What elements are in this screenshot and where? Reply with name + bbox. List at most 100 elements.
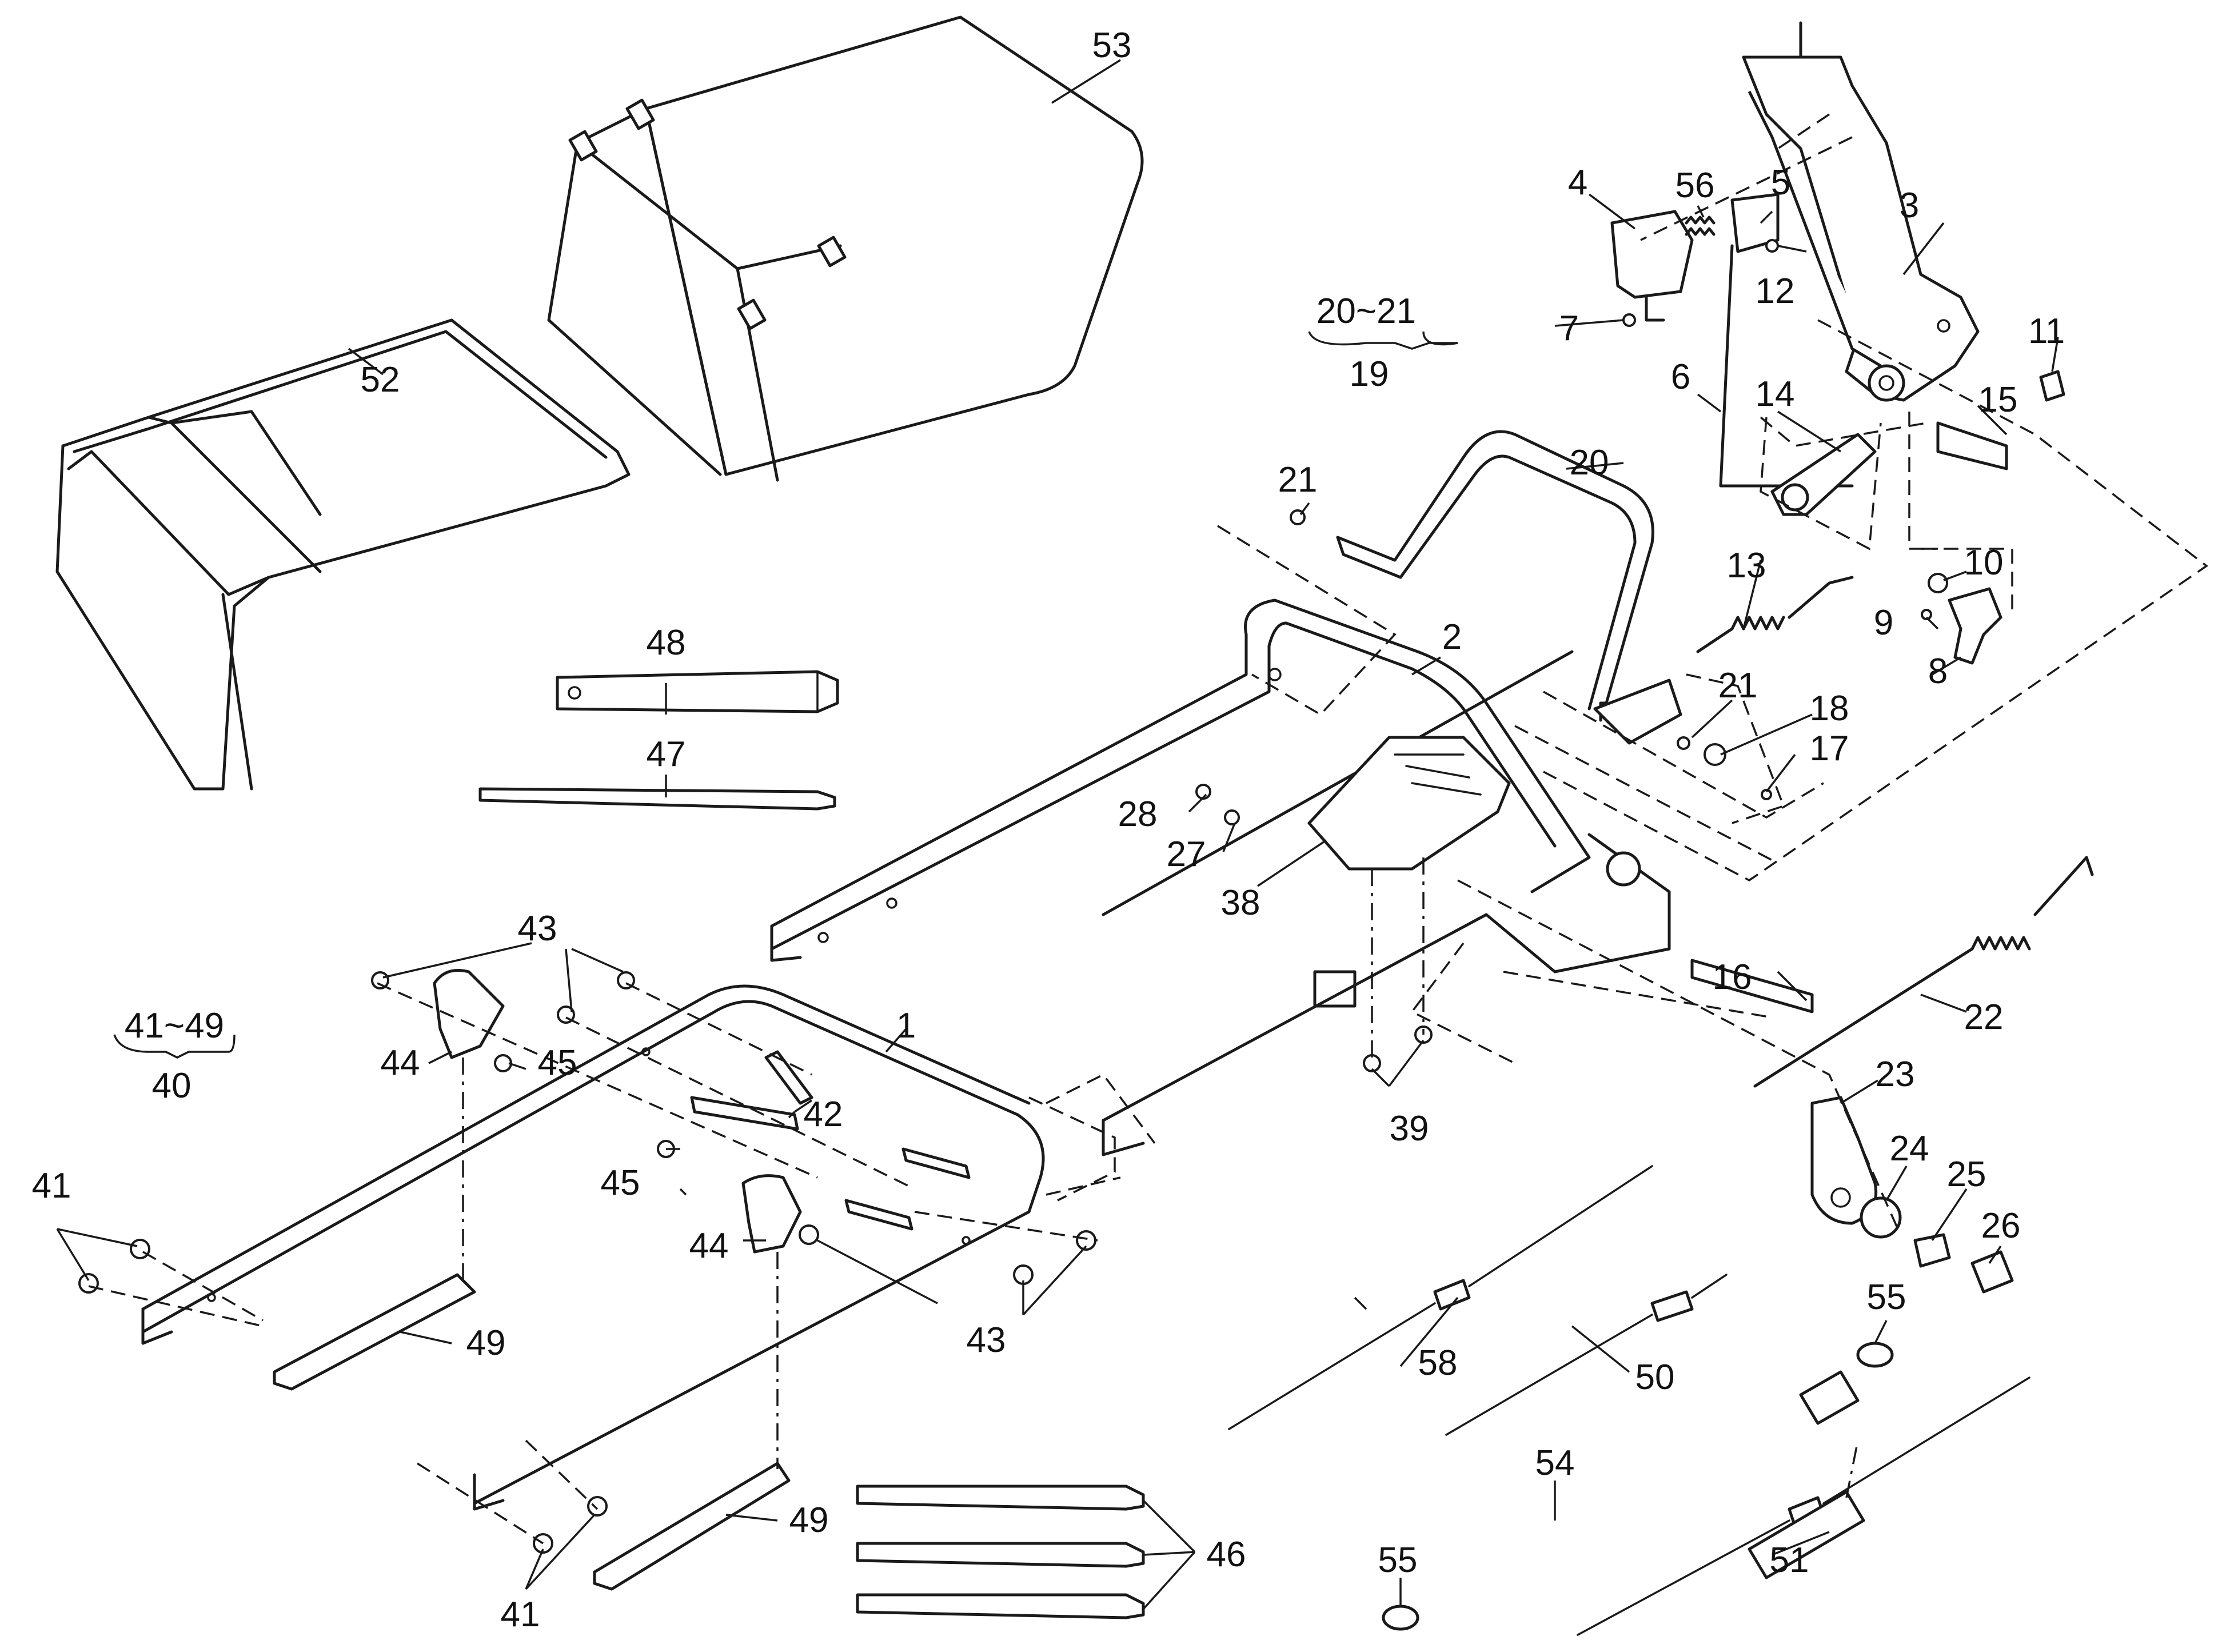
cable-51 xyxy=(1577,1376,2030,1636)
control-housing-3 xyxy=(1742,21,1980,402)
spring-13 xyxy=(1696,576,1854,653)
callout-50: 50 xyxy=(1635,1358,1675,1397)
callout-23: 23 xyxy=(1876,1055,1915,1094)
washer-18 xyxy=(1704,743,1726,766)
callout-44-lower: 44 xyxy=(689,1226,729,1266)
clamp-44a xyxy=(433,969,505,1059)
callout-49-lower: 49 xyxy=(789,1501,829,1540)
bolt-39a xyxy=(1363,1054,1381,1072)
nut-43f xyxy=(1076,1230,1096,1251)
callout-55-right: 55 xyxy=(1867,1278,1906,1317)
tube-54 xyxy=(1748,1370,1865,1579)
callout-44-upper: 44 xyxy=(381,1043,420,1083)
callout-20: 20 xyxy=(1570,443,1609,482)
callout-41-left: 41 xyxy=(32,1166,71,1206)
callout-10: 10 xyxy=(1964,543,2004,582)
callout-26: 26 xyxy=(1981,1206,2021,1246)
callout-58: 58 xyxy=(1418,1343,1458,1383)
clamp-44b xyxy=(741,1174,802,1254)
callout-47: 47 xyxy=(647,735,686,774)
wrench-48 xyxy=(556,670,839,713)
callout-40: 40 xyxy=(152,1066,192,1106)
callout-42: 42 xyxy=(804,1095,843,1134)
callout-46: 46 xyxy=(1207,1535,1246,1574)
callout-16: 16 xyxy=(1713,957,1752,997)
callout-20-21: 20~21 xyxy=(1317,292,1416,331)
callout-55-left: 55 xyxy=(1378,1541,1418,1580)
callout-41-lower: 41 xyxy=(501,1595,540,1634)
plate-5 xyxy=(1730,193,1780,253)
leader-lines xyxy=(56,59,2059,1610)
nut-41d xyxy=(587,1496,608,1517)
nut-41b xyxy=(130,1239,150,1259)
cable-ties-46 xyxy=(856,1485,1145,1619)
bolt-42a xyxy=(690,1096,799,1131)
clamp-55a xyxy=(1382,1605,1419,1631)
bolt-42d xyxy=(844,1199,913,1231)
link-49a xyxy=(273,1273,476,1391)
callout-14: 14 xyxy=(1756,374,1795,414)
callout-52: 52 xyxy=(361,360,400,400)
cable-50 xyxy=(1445,1274,1728,1436)
nut-41a xyxy=(78,1273,99,1294)
callout-7: 7 xyxy=(1559,309,1579,348)
cable-58 xyxy=(1228,1165,1653,1430)
lower-handle-1 xyxy=(141,984,1045,1511)
bolt-42b xyxy=(764,1050,813,1105)
callout-13: 13 xyxy=(1727,546,1766,585)
bag-frame-52 xyxy=(55,318,631,791)
grass-bag-53 xyxy=(547,15,1144,482)
callout-53: 53 xyxy=(1092,26,1132,65)
spring-56 xyxy=(1685,216,1716,236)
washer-12 xyxy=(1765,239,1779,253)
callout-11: 11 xyxy=(2028,312,2065,351)
nut-21b xyxy=(1677,736,1690,750)
callout-49-upper: 49 xyxy=(466,1323,506,1363)
callout-28: 28 xyxy=(1118,795,1158,834)
callout-24: 24 xyxy=(1890,1129,1929,1168)
washer-27 xyxy=(1224,809,1240,825)
callout-27: 27 xyxy=(1167,835,1206,874)
collar-15 xyxy=(1936,421,2008,470)
spring-22 xyxy=(1753,856,2094,1088)
pin-11 xyxy=(2039,370,2065,402)
callout-6: 6 xyxy=(1671,357,1690,397)
pin-9 xyxy=(1921,609,1932,620)
nut-43d xyxy=(799,1224,819,1245)
callout-22: 22 xyxy=(1964,997,2004,1037)
callout-12: 12 xyxy=(1756,272,1795,311)
callout-43-upper: 43 xyxy=(518,909,557,948)
callout-19: 19 xyxy=(1350,354,1389,394)
link-49b xyxy=(593,1462,791,1591)
callout-25: 25 xyxy=(1947,1155,1986,1194)
link-14 xyxy=(1770,433,1877,516)
callout-18: 18 xyxy=(1810,689,1849,728)
callout-38: 38 xyxy=(1221,883,1260,923)
callout-41-49: 41~49 xyxy=(125,1006,224,1046)
callout-54: 54 xyxy=(1535,1443,1575,1483)
callout-17: 17 xyxy=(1810,729,1849,768)
pin-26 xyxy=(1970,1250,2014,1294)
callout-45-lower: 45 xyxy=(601,1163,640,1203)
callout-1: 1 xyxy=(896,1006,916,1046)
callout-45-upper: 45 xyxy=(538,1043,577,1083)
bolt-45a xyxy=(494,1054,512,1072)
callout-labels: 53 52 48 47 2 1 20~21 19 20 21 21 18 17 … xyxy=(32,26,2065,1634)
callout-5: 5 xyxy=(1771,163,1790,202)
callout-4: 4 xyxy=(1568,163,1587,202)
callout-2: 2 xyxy=(1442,617,1462,657)
callout-3: 3 xyxy=(1900,186,1919,225)
pin-17 xyxy=(1761,789,1772,800)
callout-21-upper: 21 xyxy=(1278,460,1318,500)
callout-43-lower: 43 xyxy=(967,1320,1006,1360)
washer-24 xyxy=(1860,1196,1902,1239)
callout-56: 56 xyxy=(1676,166,1715,205)
callout-39: 39 xyxy=(1390,1109,1429,1148)
upper-handle-2 xyxy=(770,598,1591,962)
clamp-55b xyxy=(1856,1342,1894,1368)
assembly-lines xyxy=(88,113,2208,1545)
lever-23 xyxy=(1810,1096,1878,1225)
callout-51: 51 xyxy=(1770,1541,1809,1580)
callout-48: 48 xyxy=(647,623,686,663)
